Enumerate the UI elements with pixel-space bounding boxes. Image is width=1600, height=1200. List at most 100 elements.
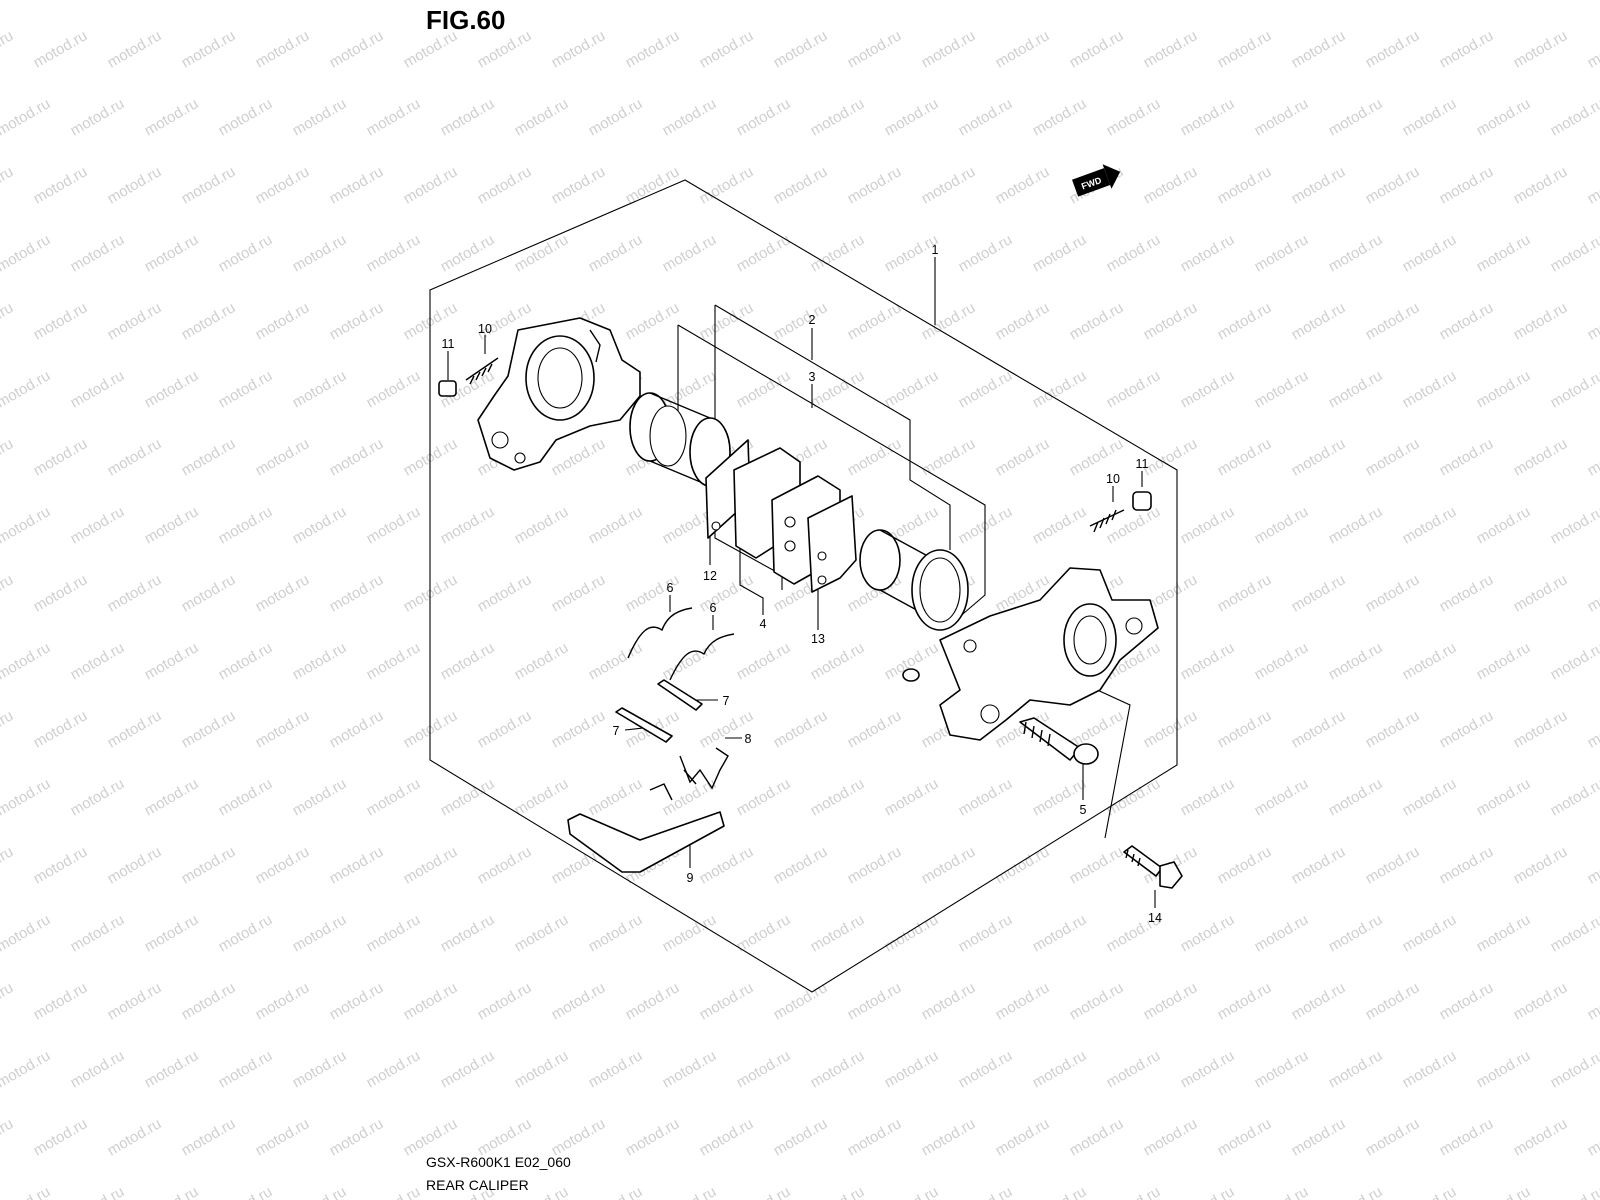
watermark-text: motod.ru [1400,911,1460,955]
watermark-text: motod.ru [1437,435,1497,479]
watermark-text: motod.ru [179,1115,239,1159]
watermark-text: motod.ru [216,367,276,411]
watermark-text: motod.ru [1289,163,1349,207]
watermark-text: motod.ru [623,1115,683,1159]
watermark-text: motod.ru [1252,1047,1312,1091]
watermark-text: motod.ru [808,0,868,3]
watermark-text: motod.ru [438,911,498,955]
watermark-text: motod.ru [845,435,905,479]
watermark-text: motod.ru [1030,1183,1090,1200]
watermark-text: motod.ru [1215,571,1275,615]
watermark-text: motod.ru [882,95,942,139]
watermark-text: motod.ru [882,367,942,411]
watermark-text: motod.ru [1326,0,1386,3]
watermark-text: motod.ru [216,95,276,139]
watermark-text: motod.ru [1252,775,1312,819]
watermark-text: motod.ru [1548,95,1600,139]
watermark-text: motod.ru [1400,1047,1460,1091]
callout-labels: 1 2 3 10 11 10 11 12 4 13 6 6 7 7 8 9 5 … [442,243,1162,925]
watermark-text: motod.ru [1548,0,1600,3]
watermark-text: motod.ru [438,503,498,547]
watermark-text: motod.ru [845,299,905,343]
watermark-text: motod.ru [105,299,165,343]
watermark-text: motod.ru [68,503,128,547]
watermark-text: motod.ru [1400,0,1460,3]
watermark-text: motod.ru [0,163,16,207]
watermark-text: motod.ru [1252,1183,1312,1200]
watermark-text: motod.ru [549,435,609,479]
watermark-text: motod.ru [68,775,128,819]
callout-7-right: 7 [723,694,730,708]
watermark-text: motod.ru [734,231,794,275]
watermark-text: motod.ru [1585,843,1600,887]
watermark-text: motod.ru [105,1115,165,1159]
callout-12: 12 [703,569,717,583]
watermark-text: motod.ru [68,1183,128,1200]
watermark-text: motod.ru [1141,163,1201,207]
watermark-text: motod.ru [1030,1047,1090,1091]
watermark-text: motod.ru [1363,1115,1423,1159]
watermark-text: motod.ru [845,707,905,751]
watermark-text: motod.ru [31,979,91,1023]
watermark-text: motod.ru [290,639,350,683]
watermark-text: motod.ru [734,1047,794,1091]
watermark-text: motod.ru [253,843,313,887]
watermark-text: motod.ru [882,0,942,3]
watermark-text: motod.ru [142,95,202,139]
watermark-text: motod.ru [1585,163,1600,207]
watermark-text: motod.ru [290,775,350,819]
watermark-text: motod.ru [290,1183,350,1200]
watermark-text: motod.ru [845,1115,905,1159]
callout-14: 14 [1148,911,1162,925]
watermark-text: motod.ru [697,843,757,887]
model-code-label: GSX-R600K1 E02_060 [426,1154,571,1170]
watermark-text: motod.ru [475,1115,535,1159]
watermark-text: motod.ru [549,707,609,751]
left-caliper-body [477,317,641,471]
watermark-text: motod.ru [1400,231,1460,275]
watermark-text: motod.ru [290,911,350,955]
watermark-text: motod.ru [845,27,905,71]
watermark-text: motod.ru [1030,911,1090,955]
watermark-text: motod.ru [1400,1183,1460,1200]
watermark-text: motod.ru [438,639,498,683]
watermark-text: motod.ru [771,163,831,207]
watermark-text: motod.ru [327,571,387,615]
watermark-text: motod.ru [68,1047,128,1091]
watermark-text: motod.ru [0,571,16,615]
watermark-text: motod.ru [216,0,276,3]
watermark-text: motod.ru [475,571,535,615]
pad-shim-13 [807,495,857,593]
watermark-text: motod.ru [68,231,128,275]
watermark-text: motod.ru [1326,503,1386,547]
watermark-text: motod.ru [364,367,424,411]
watermark-text: motod.ru [919,843,979,887]
watermark-text: motod.ru [1067,979,1127,1023]
watermark-text: motod.ru [1363,571,1423,615]
watermark-text: motod.ru [1511,163,1571,207]
watermark-text: motod.ru [734,911,794,955]
watermark-text: motod.ru [586,1047,646,1091]
watermark-text: motod.ru [956,0,1016,3]
watermark-text: motod.ru [327,843,387,887]
watermark-text: motod.ru [1326,95,1386,139]
watermark-text: motod.ru [290,0,350,3]
watermark-text: motod.ru [401,979,461,1023]
watermark-text: motod.ru [0,27,16,71]
watermark-text: motod.ru [364,911,424,955]
watermark-text: motod.ru [1363,435,1423,479]
watermark-text: motod.ru [1178,1047,1238,1091]
watermark-text: motod.ru [31,163,91,207]
watermark-text: motod.ru [993,435,1053,479]
callout-10-left: 10 [478,322,492,336]
watermark-text: motod.ru [1030,231,1090,275]
watermark-text: motod.ru [1437,27,1497,71]
watermark-text: motod.ru [1252,911,1312,955]
watermark-text: motod.ru [68,95,128,139]
watermark-text: motod.ru [364,1183,424,1200]
watermark-text: motod.ru [364,775,424,819]
watermark-text: motod.ru [327,1115,387,1159]
watermark-text: motod.ru [364,1047,424,1091]
watermark-text: motod.ru [438,95,498,139]
watermark-text: motod.ru [1141,1115,1201,1159]
